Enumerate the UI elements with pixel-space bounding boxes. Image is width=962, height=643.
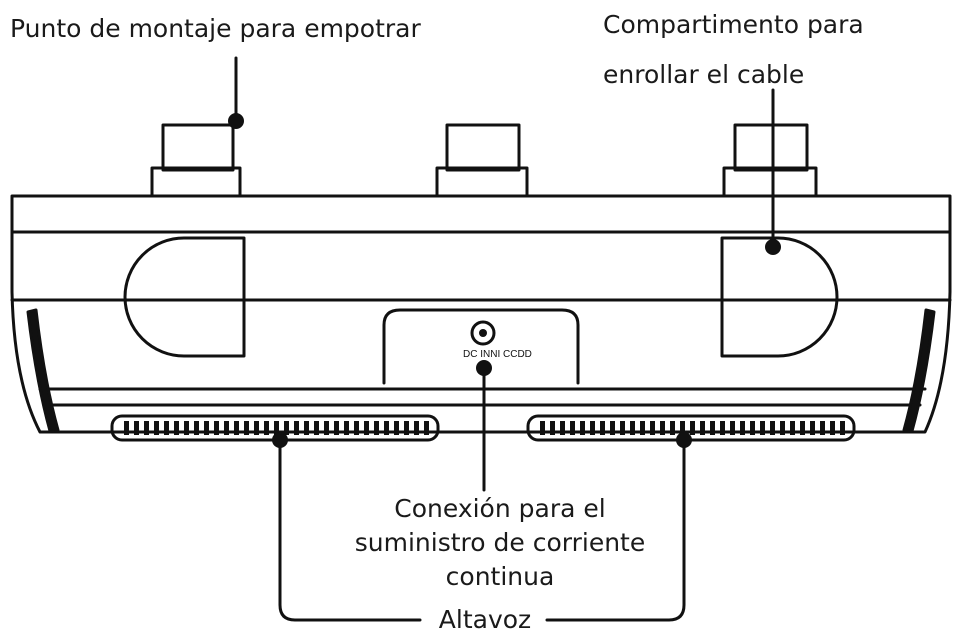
device-body	[10, 194, 952, 434]
dc-jack-icon	[470, 320, 496, 346]
speaker-slot	[770, 421, 775, 435]
speaker-slot	[384, 421, 389, 435]
speaker-slot	[840, 421, 845, 435]
speaker-slot	[580, 421, 585, 435]
label-cable-compartment-line-2: enrollar el cable	[603, 60, 805, 89]
callout-dot-mount	[228, 113, 244, 129]
speaker-slots-left	[124, 421, 429, 435]
speaker-slot	[314, 421, 319, 435]
speaker-slot	[234, 421, 239, 435]
speaker-slot	[404, 421, 409, 435]
speaker-slot	[144, 421, 149, 435]
speaker-slot	[800, 421, 805, 435]
speaker-slot	[830, 421, 835, 435]
mount-foot-left	[150, 123, 242, 198]
speaker-slot	[730, 421, 735, 435]
speaker-slot	[760, 421, 765, 435]
speaker-slot	[414, 421, 419, 435]
label-dc-connection-line-3: continua	[445, 562, 555, 591]
speaker-slot	[620, 421, 625, 435]
speaker-slot	[174, 421, 179, 435]
speaker-slot	[304, 421, 309, 435]
speaker-slot	[630, 421, 635, 435]
callout-line-speaker-left	[278, 438, 422, 622]
speaker-slot	[550, 421, 555, 435]
speaker-slot	[204, 421, 209, 435]
speaker-slot	[264, 421, 269, 435]
speaker-slot	[610, 421, 615, 435]
speaker-slot	[590, 421, 595, 435]
speaker-slot	[560, 421, 565, 435]
speaker-slot	[660, 421, 665, 435]
speaker-slot	[820, 421, 825, 435]
callout-line-speaker-right	[545, 438, 686, 622]
mount-foot-center	[435, 123, 529, 198]
mount-foot-right	[722, 123, 818, 198]
dc-jack-label: DC INNI CCDD	[463, 349, 532, 360]
speaker-slot	[194, 421, 199, 435]
speaker-slot	[244, 421, 249, 435]
label-cable-compartment-line-1: Compartimento para	[603, 10, 864, 39]
speaker-slot	[690, 421, 695, 435]
speaker-slot	[254, 421, 259, 435]
speaker-slot	[154, 421, 159, 435]
speaker-slot	[540, 421, 545, 435]
speaker-slot	[344, 421, 349, 435]
label-mount-point: Punto de montaje para empotrar	[10, 14, 421, 43]
speaker-slot	[790, 421, 795, 435]
speaker-slot	[670, 421, 675, 435]
callout-dot-speaker-left	[272, 432, 288, 448]
speaker-slot	[284, 421, 289, 435]
speaker-slot	[324, 421, 329, 435]
callout-dot-cable	[765, 239, 781, 255]
speaker-slot	[294, 421, 299, 435]
speaker-slot	[570, 421, 575, 435]
speaker-slot	[394, 421, 399, 435]
speaker-slot	[134, 421, 139, 435]
speaker-slot	[710, 421, 715, 435]
speaker-slot	[214, 421, 219, 435]
speaker-slot	[224, 421, 229, 435]
callout-dot-speaker-right	[676, 432, 692, 448]
speaker-slot	[600, 421, 605, 435]
callout-dot-dc	[476, 360, 492, 376]
label-dc-connection-line-1: Conexión para el	[394, 494, 606, 523]
cable-compartment-left	[123, 236, 246, 358]
side-grip-left	[26, 308, 60, 433]
speaker-slot	[124, 421, 129, 435]
speaker-slots-right	[540, 421, 845, 435]
side-grip-right	[902, 308, 936, 433]
speaker-slot	[750, 421, 755, 435]
speaker-slot	[740, 421, 745, 435]
speaker-slot	[354, 421, 359, 435]
label-dc-connection-line-2: suministro de corriente	[354, 528, 646, 557]
speaker-slot	[274, 421, 279, 435]
speaker-slot	[334, 421, 339, 435]
speaker-slot	[780, 421, 785, 435]
label-speaker: Altavoz	[438, 605, 532, 634]
speaker-slot	[700, 421, 705, 435]
speaker-slot	[364, 421, 369, 435]
speaker-slot	[164, 421, 169, 435]
speaker-slot	[650, 421, 655, 435]
speaker-slot	[374, 421, 379, 435]
speaker-slot	[810, 421, 815, 435]
speaker-slot	[184, 421, 189, 435]
speaker-slot	[720, 421, 725, 435]
speaker-slot	[680, 421, 685, 435]
speaker-slot	[640, 421, 645, 435]
speaker-slot	[424, 421, 429, 435]
cable-compartment-right	[720, 236, 839, 358]
dc-recess	[382, 308, 580, 385]
